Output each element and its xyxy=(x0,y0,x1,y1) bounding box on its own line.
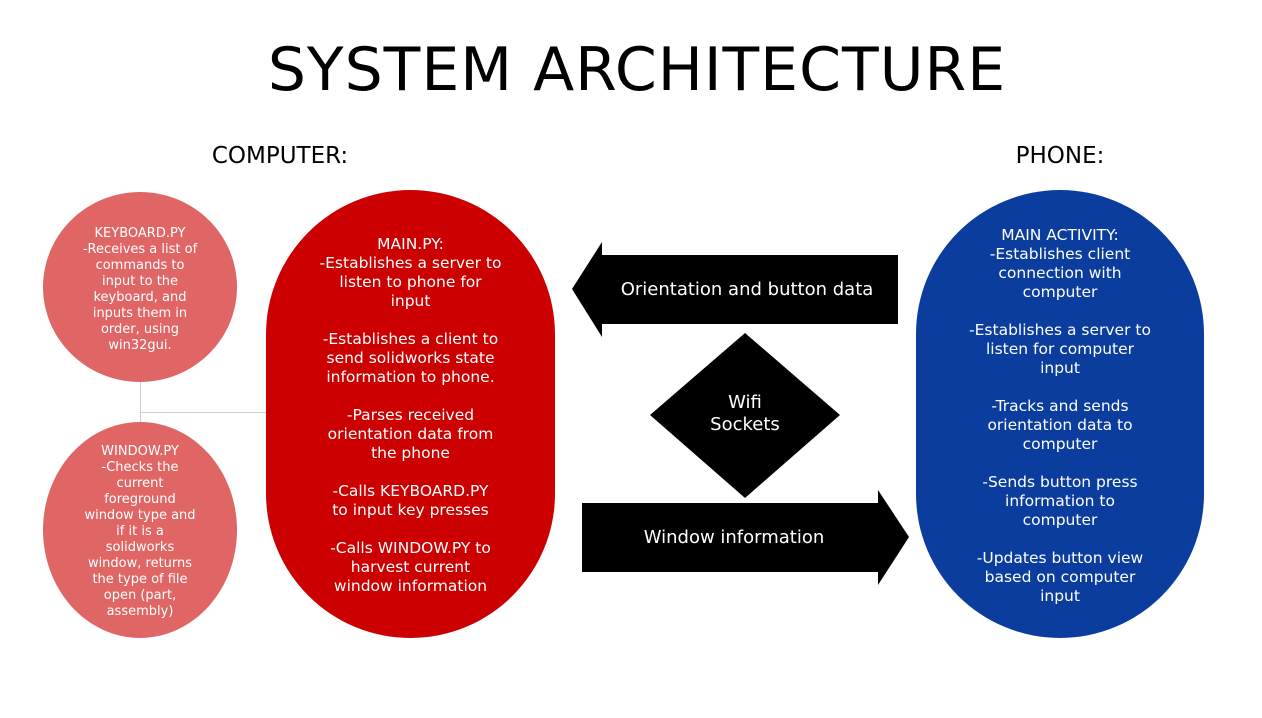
module-connector-horizontal xyxy=(140,412,268,413)
main-activity-item: -Sends button press information to compu… xyxy=(982,473,1138,529)
left-arrow-shape xyxy=(572,242,898,337)
keyboard-module-node: KEYBOARD.PY -Receives a list of commands… xyxy=(43,192,237,382)
keyboard-module-title: KEYBOARD.PY xyxy=(94,226,186,241)
main-activity-item: -Tracks and sends orientation data to co… xyxy=(987,397,1133,453)
phone-section-label: PHONE: xyxy=(1015,143,1105,169)
computer-section-label: COMPUTER: xyxy=(211,143,349,169)
main-activity-item: -Establishes a server to listen for comp… xyxy=(969,321,1151,377)
window-module-node: WINDOW.PY -Checks the current foreground… xyxy=(43,422,237,638)
computer-to-phone-arrow-label: Window information xyxy=(643,527,825,548)
window-module-description: -Checks the current foreground window ty… xyxy=(84,460,196,619)
main-py-item: -Calls KEYBOARD.PY to input key presses xyxy=(332,482,489,519)
main-py-item: -Establishes a server to listen to phone… xyxy=(319,254,502,310)
main-py-item: -Parses received orientation data from t… xyxy=(327,406,494,462)
right-arrow-shape xyxy=(582,490,909,585)
main-py-title: MAIN.PY: xyxy=(377,235,444,253)
window-module-title: WINDOW.PY xyxy=(101,444,179,459)
phone-to-computer-arrow-label: Orientation and button data xyxy=(620,279,874,300)
main-activity-title: MAIN ACTIVITY: xyxy=(1001,226,1119,244)
main-activity-item: -Updates button view based on computer i… xyxy=(976,549,1144,605)
wifi-sockets-diamond xyxy=(650,333,840,498)
slide-title: SYSTEM ARCHITECTURE xyxy=(267,35,1007,105)
main-py-item: -Calls WINDOW.PY to harvest current wind… xyxy=(330,539,491,595)
main-py-node: MAIN.PY: -Establishes a server to listen… xyxy=(266,190,555,638)
main-py-item: -Establishes a client to send solidworks… xyxy=(322,330,499,386)
keyboard-module-description: -Receives a list of commands to input to… xyxy=(82,242,198,353)
main-activity-item: -Establishes client connection with comp… xyxy=(989,245,1131,301)
main-activity-node: MAIN ACTIVITY: -Establishes client conne… xyxy=(916,190,1204,638)
wifi-sockets-label: Wifi Sockets xyxy=(710,392,780,435)
module-connector-vertical xyxy=(140,378,141,428)
